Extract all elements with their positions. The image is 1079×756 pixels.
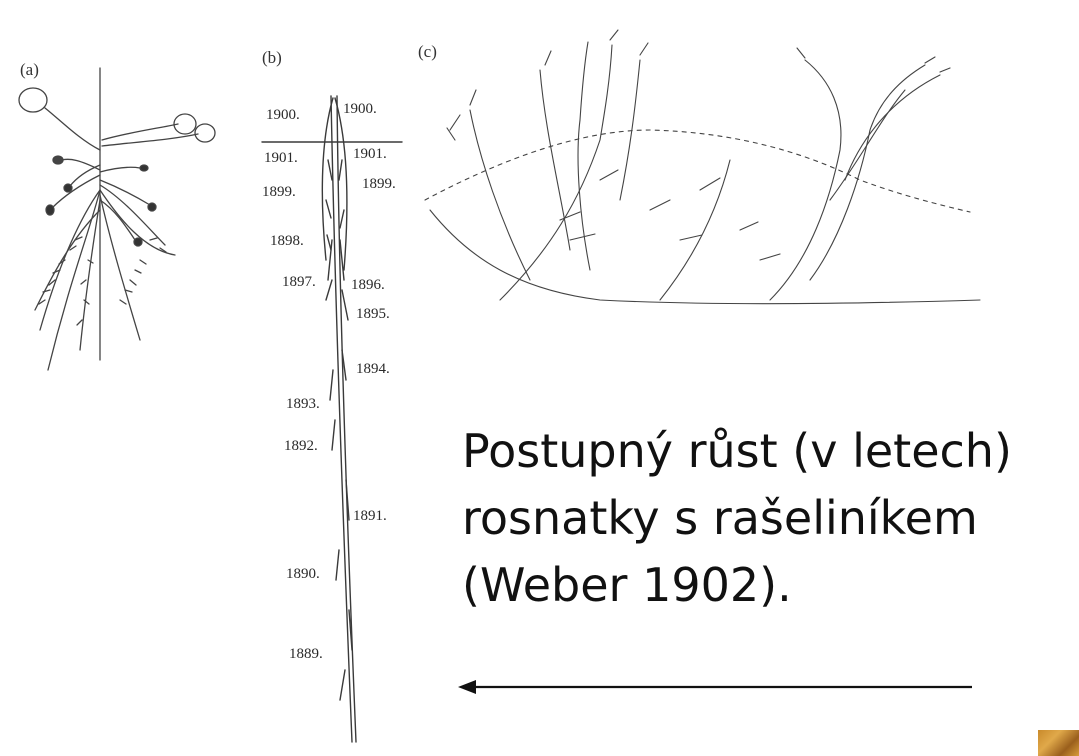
- year-label: 1889.: [289, 646, 323, 663]
- year-label: 1892.: [284, 438, 318, 455]
- year-label: 1895.: [356, 306, 390, 323]
- corner-thumbnail-image: [1038, 730, 1079, 756]
- year-label: 1893.: [286, 396, 320, 413]
- left-arrow-icon: [458, 680, 972, 694]
- year-label: 1900.: [266, 107, 300, 124]
- sphagnum-drawing: [425, 30, 980, 304]
- year-label: 1896.: [351, 277, 385, 294]
- sundew-drawing: [19, 68, 215, 370]
- year-label: 1901.: [353, 146, 387, 163]
- year-label: 1891.: [353, 508, 387, 525]
- year-label: 1898.: [270, 233, 304, 250]
- year-label: 1899.: [262, 184, 296, 201]
- year-label: 1900.: [343, 101, 377, 118]
- year-label: 1894.: [356, 361, 390, 378]
- caption-line-3: (Weber 1902).: [462, 552, 1072, 619]
- caption: Postupný růst (v letech) rosnatky s raše…: [462, 418, 1072, 619]
- year-label: 1899.: [362, 176, 396, 193]
- year-label: 1890.: [286, 566, 320, 583]
- caption-line-1: Postupný růst (v letech): [462, 418, 1072, 485]
- caption-line-2: rosnatky s rašeliníkem: [462, 485, 1072, 552]
- year-label: 1897.: [282, 274, 316, 291]
- year-label: 1901.: [264, 150, 298, 167]
